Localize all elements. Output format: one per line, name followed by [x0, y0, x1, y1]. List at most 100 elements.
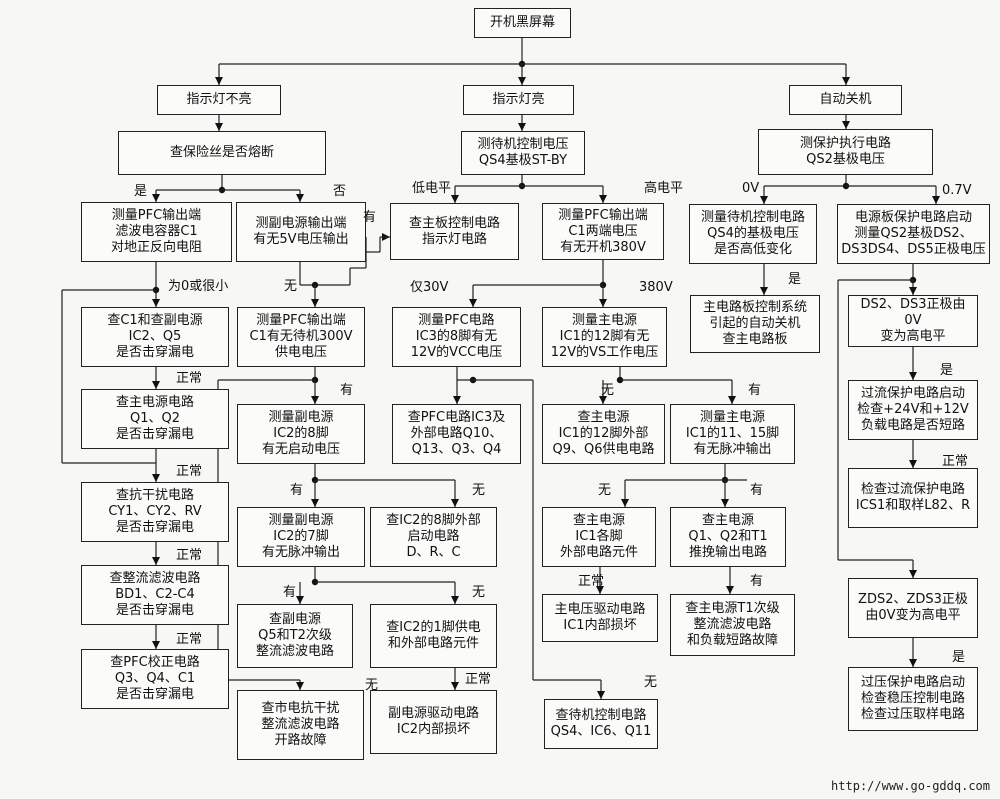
edge-label-zero-or-small: 为0或很小: [168, 279, 229, 294]
edge-label-none: 无: [284, 279, 298, 294]
arrow-head: [842, 77, 850, 85]
arrow-head: [599, 299, 607, 307]
edge-label-none: 无: [472, 483, 486, 498]
node-measure-standby-voltage: 测待机控制电压 QS4基极ST-BY: [461, 131, 585, 175]
arrow-head: [296, 194, 304, 202]
arrow-head: [726, 586, 734, 594]
edge-label-has: 有: [748, 383, 762, 398]
arrow-head: [215, 77, 223, 85]
arrow-head: [311, 499, 319, 507]
node-measure-pfc-380v: 测量PFC输出端 C1两端电压 有无开机380V: [542, 203, 664, 260]
edge-label-no: 否: [333, 184, 347, 199]
edge-label-only-30v: 仅30V: [410, 280, 449, 295]
node-check-mainboard-indicator: 查主板控制电路 指示灯电路: [390, 203, 519, 260]
node-measure-protection-circuit: 测保护执行电路 QS2基极电压: [758, 129, 933, 175]
node-measure-qs4-base: 测量待机控制电路 QS4的基极电压 是否高低变化: [689, 204, 817, 264]
arrow-head: [296, 682, 304, 690]
edge-label-none: 无: [365, 678, 379, 693]
node-measure-aux-5v: 测副电源输出端 有无5V电压输出: [236, 202, 366, 262]
node-main-drive-ic1-damaged: 主电压驱动电路 IC1内部损坏: [542, 594, 658, 642]
node-measure-ic1-pin12: 测量主电源 IC1的12脚有无 12V的VS工作电压: [542, 307, 667, 367]
arrow-head: [215, 123, 223, 131]
node-indicator-on: 指示灯亮: [463, 85, 574, 115]
arrow-head: [152, 557, 160, 565]
edge-label-high-level: 高电平: [644, 181, 684, 196]
arrow-head: [152, 641, 160, 649]
arrow-head: [518, 77, 526, 85]
arrow-head: [599, 195, 607, 203]
node-measure-c1-resistance: 测量PFC输出端 滤波电容器C1 对地正反向电阻: [81, 202, 232, 262]
arrow-head: [932, 196, 940, 204]
arrow-head: [518, 123, 526, 131]
node-black-screen: 开机黑屏幕: [474, 8, 571, 38]
arrow-head: [842, 121, 850, 129]
arrow-head: [760, 196, 768, 204]
node-check-ic2-pin1: 查IC2的1脚供电 和外部电路元件: [370, 604, 497, 668]
arrow-head: [909, 460, 917, 468]
edge-label-normal: 正常: [578, 574, 605, 589]
arrow-head: [152, 194, 160, 202]
edge-label-has: 有: [750, 574, 764, 589]
arrow-head: [152, 381, 160, 389]
arrow-head: [909, 659, 917, 667]
arrow-head: [621, 499, 629, 507]
node-check-fuse: 查保险丝是否熔断: [118, 131, 326, 175]
edge-label-has: 有: [750, 483, 764, 498]
arrow-head: [909, 570, 917, 578]
edge-label-0-7v: 0.7V: [942, 183, 972, 198]
node-check-aux-q5-t2: 查副电源 Q5和T2次级 整流滤波电路: [237, 604, 353, 668]
arrow-head: [597, 691, 605, 699]
node-check-ic1-pin12-supply: 查主电源 IC1的12脚外部 Q9、Q6供电电路: [542, 404, 665, 464]
node-check-pfc-correction: 查PFC校正电路 Q3、Q4、C1 是否击穿漏电: [81, 649, 229, 709]
node-check-rectifier-filter: 查整流滤波电路 BD1、C2-C4 是否击穿漏电: [81, 565, 229, 625]
node-measure-ic2-pin8: 测量副电源 IC2的8脚 有无启动电压: [237, 404, 365, 464]
node-overvoltage-protection: 过压保护电路启动 检查稳压控制电路 检查过压取样电路: [848, 667, 978, 731]
node-check-mains-filter-open: 查市电抗干扰 整流滤波电路 开路故障: [237, 690, 364, 760]
arrow-head: [152, 299, 160, 307]
node-check-push-pull-output: 查主电源 Q1、Q2和T1 推挽输出电路: [670, 507, 786, 567]
edge-label-yes: 是: [940, 363, 954, 378]
node-mainboard-control-shutdown: 主电路板控制系统 引起的自动关机 查主电路板: [690, 295, 820, 353]
arrow-head: [311, 396, 319, 404]
node-zds2-zds3-high: ZDS2、ZDS3正极 由0V变为高电平: [848, 578, 978, 638]
node-check-ic1-pins: 查主电源 IC1各脚 外部电路元件: [542, 507, 656, 567]
watermark-url: http://www.go-gddq.com: [831, 779, 990, 793]
node-check-main-psu-q1-q2: 查主电源电路 Q1、Q2 是否击穿漏电: [81, 389, 229, 449]
arrow-head: [909, 372, 917, 380]
edge-label-has: 有: [363, 210, 377, 225]
node-power-board-protection: 电源板保护电路启动 测量QS2基极DS2、 DS3DS4、DS5正极电压: [837, 204, 990, 264]
arrow-head: [469, 299, 477, 307]
node-check-standby-control: 查待机控制电路 QS4、IC6、Q11: [544, 699, 658, 749]
edge-label-380v: 380V: [639, 280, 673, 295]
edge-label-has: 有: [290, 483, 304, 498]
edge-label-none: 无: [598, 483, 612, 498]
edge-label-normal: 正常: [176, 371, 203, 386]
node-overcurrent-protection: 过流保护电路启动 检查+24V和+12V 负载电路是否短路: [848, 380, 978, 440]
arrow-head: [728, 396, 736, 404]
edge-label-yes: 是: [788, 272, 802, 287]
edge-label-has: 有: [340, 383, 354, 398]
node-measure-ic1-pin11-15: 测量主电源 IC1的11、15脚 有无脉冲输出: [670, 404, 795, 464]
arrow-head: [596, 586, 604, 594]
arrow-head: [451, 499, 459, 507]
arrow-head: [760, 287, 768, 295]
edge-label-normal: 正常: [176, 632, 203, 647]
node-check-t1-secondary: 查主电源T1次级 整流滤波电路 和负载短路故障: [670, 594, 795, 656]
node-measure-ic3-pin8: 测量PFC电路 IC3的8脚有无 12V的VCC电压: [392, 307, 521, 367]
arrow-head: [599, 396, 607, 404]
edge-label-has: 有: [283, 585, 297, 600]
node-measure-pfc-300v: 测量PFC输出端 C1有无待机300V 供电电压: [237, 307, 365, 367]
edge-label-normal: 正常: [465, 672, 492, 687]
node-check-ic2-pin8-startup: 查IC2的8脚外部 启动电路 D、R、C: [370, 507, 497, 567]
node-check-c1-aux: 查C1和查副电源 IC2、Q5 是否击穿漏电: [81, 307, 229, 367]
node-check-overcurrent-circuit: 检查过流保护电路 ICS1和取样L82、R: [848, 468, 978, 528]
node-ds2-ds3-high: DS2、DS3正极由0V 变为高电平: [848, 295, 978, 347]
arrow-head: [451, 596, 459, 604]
edge-label-yes: 是: [952, 650, 966, 665]
node-measure-ic2-pin7: 测量副电源 IC2的7脚 有无脉冲输出: [237, 507, 365, 567]
arrow-head: [451, 195, 459, 203]
edge-label-normal: 正常: [176, 548, 203, 563]
arrow-head: [721, 499, 729, 507]
edge-label-normal: 正常: [176, 464, 203, 479]
